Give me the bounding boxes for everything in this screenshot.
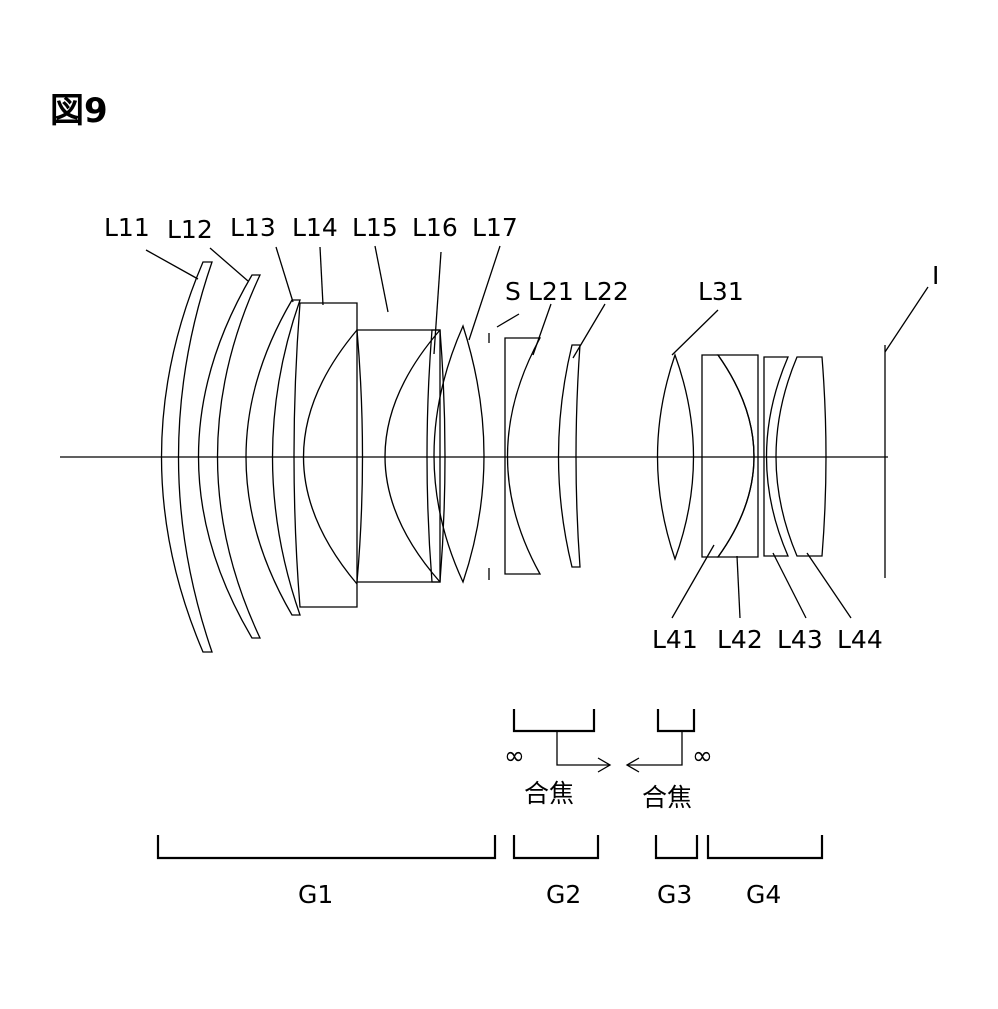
infinity-g3: ∞ — [692, 741, 713, 770]
lens-l17 — [433, 324, 485, 584]
lens-l11 — [160, 261, 213, 653]
label-l42: L42 — [717, 625, 763, 654]
label-l16: L16 — [412, 213, 458, 242]
label-l17: L17 — [472, 213, 518, 242]
lens-l14 — [293, 302, 358, 608]
label-stop-s: S — [505, 277, 521, 306]
label-l41: L41 — [652, 625, 698, 654]
focus-bracket-g2 — [512, 709, 612, 773]
lens-l31 — [656, 353, 695, 561]
label-l13: L13 — [230, 213, 276, 242]
lens-l12 — [197, 274, 262, 639]
group-bracket-g1 — [156, 835, 497, 860]
group-label-g3: G3 — [657, 880, 692, 909]
leader-lines — [145, 245, 929, 619]
lens-l43 — [763, 356, 789, 557]
group-label-g1: G1 — [298, 880, 333, 909]
lens-l15 — [356, 329, 441, 583]
label-l11: L11 — [104, 213, 150, 242]
focus-label-g2: 合焦 — [524, 779, 574, 808]
group-label-g2: G2 — [546, 880, 581, 909]
lens-l16 — [426, 329, 446, 583]
lens-l44 — [775, 356, 827, 557]
lens-l42 — [716, 354, 759, 558]
lens-l41 — [701, 354, 755, 558]
label-l31: L31 — [698, 277, 744, 306]
lens-l22 — [557, 344, 581, 568]
lens-l21 — [504, 337, 542, 575]
label-l21: L21 — [528, 277, 574, 306]
focus-label-g3: 合焦 — [642, 783, 692, 812]
group-bracket-g4 — [706, 835, 824, 860]
infinity-g2: ∞ — [504, 741, 525, 770]
group-bracket-g2 — [512, 835, 600, 860]
figure-title: 図9 — [50, 91, 108, 131]
focus-bracket-g3 — [625, 709, 696, 773]
group-bracket-g3 — [654, 835, 699, 860]
label-l22: L22 — [583, 277, 629, 306]
label-l14: L14 — [292, 213, 338, 242]
label-l43: L43 — [777, 625, 823, 654]
label-l44: L44 — [837, 625, 883, 654]
label-image-plane: I — [932, 261, 939, 290]
label-l15: L15 — [352, 213, 398, 242]
label-l12: L12 — [167, 215, 213, 244]
group-label-g4: G4 — [746, 880, 781, 909]
lens-l13 — [245, 299, 301, 616]
